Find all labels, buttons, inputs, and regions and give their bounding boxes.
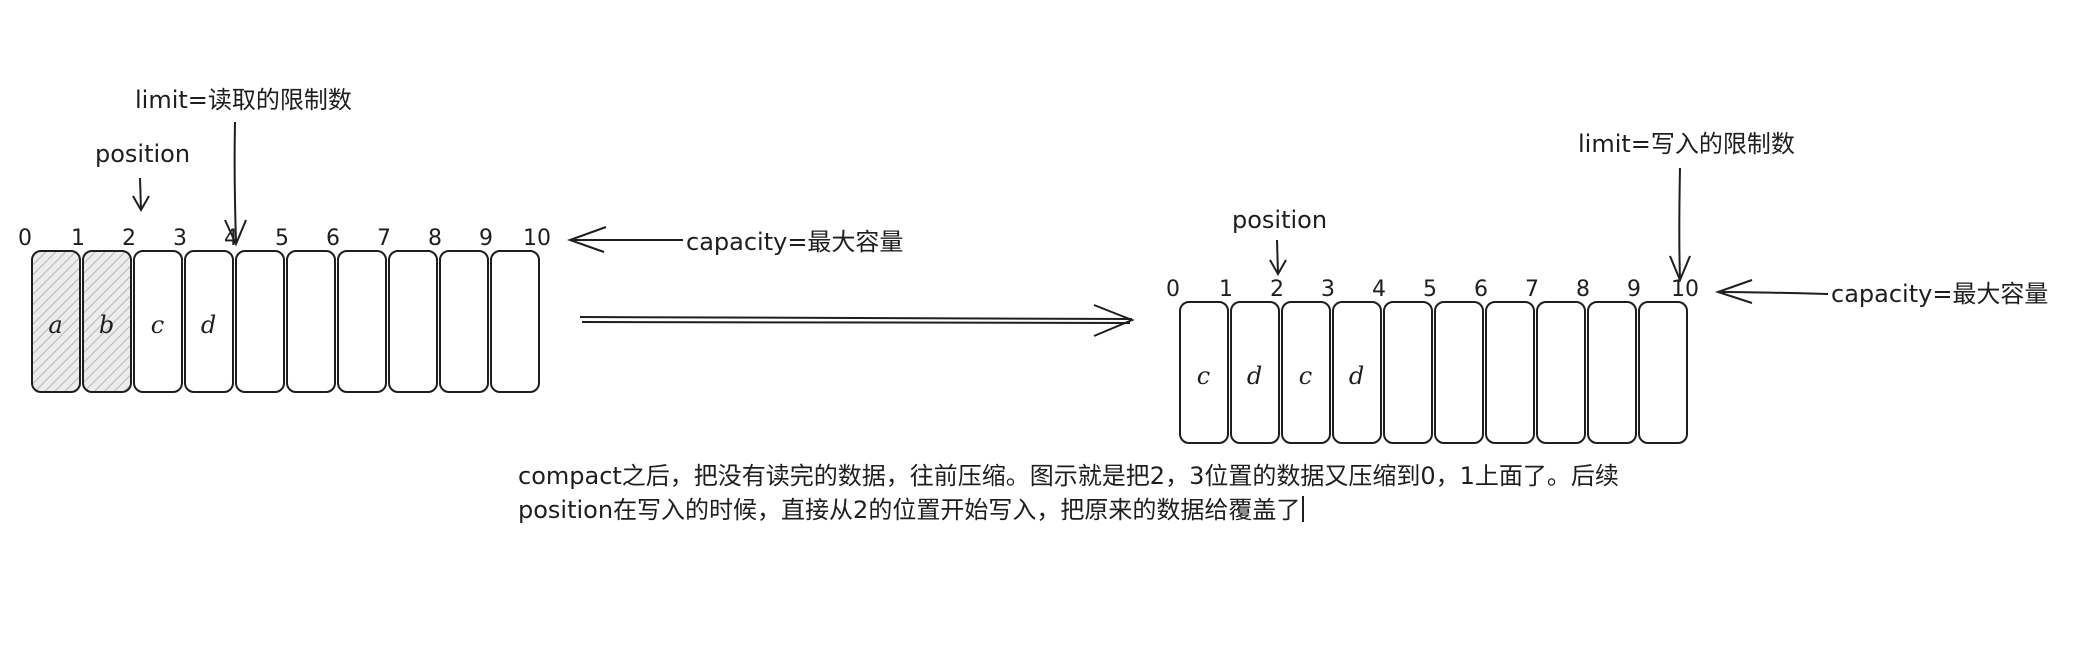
left-cell-7	[388, 250, 438, 393]
right-cell-0-value: c	[1197, 362, 1210, 390]
right-capacity-arrow	[1714, 279, 1829, 304]
right-position-arrow	[1269, 239, 1287, 277]
right-index-3: 3	[1321, 277, 1335, 302]
left-index-5: 5	[275, 226, 289, 251]
right-cell-2	[1281, 301, 1331, 444]
left-cell-1	[82, 250, 132, 393]
right-cell-8	[1587, 301, 1637, 444]
right-cell-2-value: c	[1299, 362, 1312, 390]
left-limit-arrow	[224, 121, 247, 247]
left-cell-1-value: b	[99, 311, 114, 339]
text-cursor	[1302, 496, 1304, 522]
left-index-0: 0	[18, 226, 32, 251]
left-index-7: 7	[377, 226, 391, 251]
left-index-8: 8	[428, 226, 442, 251]
left-cell-4	[235, 250, 285, 393]
left-buffer: a b c d 0 1 2 3 4 5 6 7 8 9 10	[18, 226, 551, 393]
left-index-6: 6	[326, 226, 340, 251]
transition-arrow	[579, 304, 1135, 337]
right-cell-4	[1383, 301, 1433, 444]
explanation-note: compact之后，把没有读完的数据，往前压缩。图示就是把2，3位置的数据又压缩…	[518, 459, 1818, 527]
right-buffer: c d c d 0 1 2 3 4 5 6 7 8 9 10	[1166, 277, 1699, 444]
left-cell-8	[439, 250, 489, 393]
left-index-10: 10	[523, 226, 551, 251]
right-index-7: 7	[1525, 277, 1539, 302]
right-cell-3-value: d	[1349, 362, 1364, 390]
left-index-9: 9	[479, 226, 493, 251]
right-cell-3	[1332, 301, 1382, 444]
right-capacity-label: capacity=最大容量	[1831, 280, 2048, 308]
left-limit-label: limit=读取的限制数	[135, 86, 352, 114]
right-index-9: 9	[1627, 277, 1641, 302]
left-cell-6	[337, 250, 387, 393]
note-line-1: compact之后，把没有读完的数据，往前压缩。图示就是把2，3位置的数据又压缩…	[518, 462, 1619, 490]
right-index-1: 1	[1219, 277, 1233, 302]
right-index-5: 5	[1423, 277, 1437, 302]
left-cell-3	[184, 250, 234, 393]
right-index-4: 4	[1372, 277, 1386, 302]
right-cell-9	[1638, 301, 1688, 444]
right-cell-1-value: d	[1247, 362, 1262, 390]
left-index-3: 3	[173, 226, 187, 251]
left-cell-0	[31, 250, 81, 393]
left-cell-3-value: d	[201, 311, 216, 339]
right-index-8: 8	[1576, 277, 1590, 302]
note-line-2: position在写入的时候，直接从2的位置开始写入，把原来的数据给覆盖了	[518, 496, 1301, 524]
left-cell-9	[490, 250, 540, 393]
left-capacity-arrow	[567, 226, 683, 253]
right-cell-1	[1230, 301, 1280, 444]
right-limit-arrow	[1669, 167, 1691, 283]
left-position-arrow	[132, 177, 150, 213]
right-limit-label: limit=写入的限制数	[1578, 130, 1795, 158]
left-capacity-label: capacity=最大容量	[686, 228, 903, 256]
left-cell-2	[133, 250, 183, 393]
right-cell-7	[1536, 301, 1586, 444]
left-position-label: position	[95, 140, 190, 168]
right-cell-5	[1434, 301, 1484, 444]
right-index-2: 2	[1270, 277, 1284, 302]
right-cell-6	[1485, 301, 1535, 444]
left-cell-2-value: c	[151, 311, 164, 339]
right-index-10: 10	[1671, 277, 1699, 302]
left-index-2: 2	[122, 226, 136, 251]
left-cell-0-value: a	[48, 311, 62, 339]
left-index-1: 1	[71, 226, 85, 251]
left-index-4: 4	[224, 226, 238, 251]
left-cell-5	[286, 250, 336, 393]
right-cell-0	[1179, 301, 1229, 444]
right-index-6: 6	[1474, 277, 1488, 302]
right-position-label: position	[1232, 206, 1327, 234]
right-index-0: 0	[1166, 277, 1180, 302]
